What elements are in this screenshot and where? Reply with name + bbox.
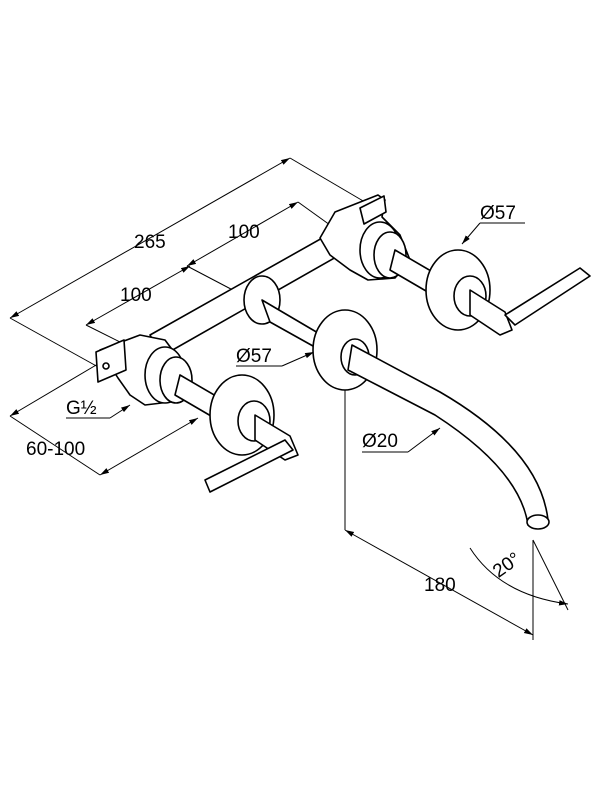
dim-180-label: 180 [424,575,456,596]
angle-arc [469,547,569,606]
leader-g12 [109,404,131,419]
dim-180-line [344,529,534,636]
leader-d57-center [281,351,315,367]
dim-d20-label: Ø20 [362,431,398,452]
right-lever-base [469,289,513,336]
spout-outlet [526,514,550,530]
dim-100-left-label: 100 [120,285,152,306]
dim-265-label: 265 [134,232,166,253]
dim-d57-right-label: Ø57 [480,203,516,224]
right-mount-bracket [359,195,387,225]
dim-265-line [9,157,291,319]
dim-265-ext-right [289,157,371,206]
dim-100-right-label: 100 [228,222,260,243]
dimension-lines [9,157,569,640]
dim-60-100-upper [9,357,109,417]
dim-60-100-lower [99,417,199,476]
dim-60-100-connector [9,415,101,476]
dim-20deg-label: 20° [489,549,525,583]
left-lever-handle [204,439,294,493]
dim-d57-center-label: Ø57 [236,346,272,367]
left-mount-hole [102,362,110,370]
dim-100-right-line [186,201,299,267]
dim-100-left-line [85,265,191,326]
faucet-body [95,194,591,530]
leader-d57-right [461,222,481,245]
right-lever-handle [504,267,591,326]
dim-100-right-ext [297,201,331,226]
left-mount-bracket [95,339,127,383]
dim-g12-label: G½ [66,398,97,419]
dim-60-100-label: 60-100 [26,439,85,460]
angle-ray [532,539,569,611]
leader-d20 [407,427,441,453]
